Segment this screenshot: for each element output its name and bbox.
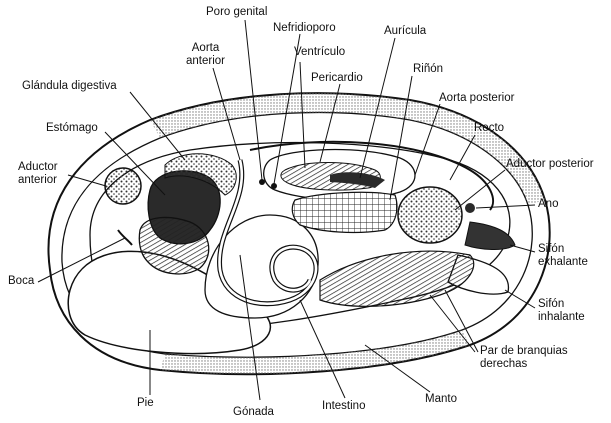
leader-sifon-exhalante: [509, 244, 536, 253]
label-glandula-digestiva: Glándula digestiva: [22, 80, 117, 92]
leader-rinon: [389, 75, 413, 201]
exhalant-siphon: [464, 221, 516, 250]
rectum: [249, 140, 495, 211]
genital-pore: [259, 179, 265, 185]
anus: [465, 203, 475, 213]
leader-boca: [37, 237, 126, 283]
posterior-adductor: [397, 186, 463, 244]
leader-manto: [364, 344, 431, 393]
leader-branquias-2: [444, 289, 479, 353]
label-aductor-posterior: Aductor posterior: [506, 158, 594, 170]
label-aorta-posterior: Aorta posterior: [439, 92, 515, 104]
label-sifon-inhalante: Sifón inhalante: [538, 298, 585, 323]
kidney: [291, 191, 398, 234]
leader-sifon-inhalante: [504, 289, 536, 309]
leader-poro-genital: [244, 19, 263, 181]
shell-shading: [150, 93, 545, 205]
label-estomago: Estómago: [46, 122, 98, 134]
leader-intestino: [299, 299, 346, 399]
leader-auricula: [359, 37, 396, 179]
label-nefridioporo: Nefridioporo: [273, 22, 336, 34]
label-pie: Pie: [137, 397, 154, 409]
leader-pericardio: [319, 83, 341, 163]
digestive-gland: [138, 216, 210, 275]
leader-aorta-posterior: [414, 103, 441, 176]
gills: [319, 250, 475, 307]
leader-estomago: [104, 131, 166, 196]
label-ventriculo: Ventrículo: [294, 46, 346, 58]
label-aorta-anterior: Aorta anterior: [186, 42, 225, 67]
leader-aductor-posterior: [454, 169, 506, 211]
label-poro-genital: Poro genital: [206, 6, 268, 18]
auricle: [330, 172, 385, 188]
leader-aductor-anterior: [67, 174, 107, 187]
label-intestino: Intestino: [322, 400, 366, 412]
mouth: [117, 229, 133, 246]
leader-ventriculo: [299, 61, 306, 169]
label-manto: Manto: [425, 393, 457, 405]
label-par-branquias: Par de branquias derechas: [480, 345, 568, 370]
leader-gonada: [239, 254, 261, 401]
leader-lines: [37, 19, 536, 401]
label-pericardio: Pericardio: [311, 72, 363, 84]
leader-glandula-digestiva: [129, 91, 186, 161]
label-ano: Ano: [538, 198, 559, 210]
leader-ano: [475, 204, 536, 209]
label-boca: Boca: [8, 275, 35, 287]
digestive-gland-upper: [164, 153, 237, 196]
leader-aorta-anterior: [212, 67, 241, 161]
pericardium: [263, 148, 416, 201]
intestine-inner: [218, 159, 318, 305]
label-sifon-exhalante: Sifón exhalante: [538, 243, 588, 268]
nephridiopore: [271, 183, 277, 189]
anterior-adductor: [104, 167, 142, 205]
leader-branquias-1: [429, 294, 476, 353]
label-recto: Recto: [474, 122, 505, 134]
shell-bottom-shading: [160, 330, 470, 375]
leader-recto: [449, 134, 476, 181]
label-rinon: Riñón: [413, 63, 444, 75]
label-aductor-anterior: Aductor anterior: [18, 161, 58, 186]
label-gonada: Gónada: [233, 406, 274, 418]
label-auricula: Aurícula: [384, 25, 427, 37]
leader-nefridioporo: [273, 33, 301, 185]
